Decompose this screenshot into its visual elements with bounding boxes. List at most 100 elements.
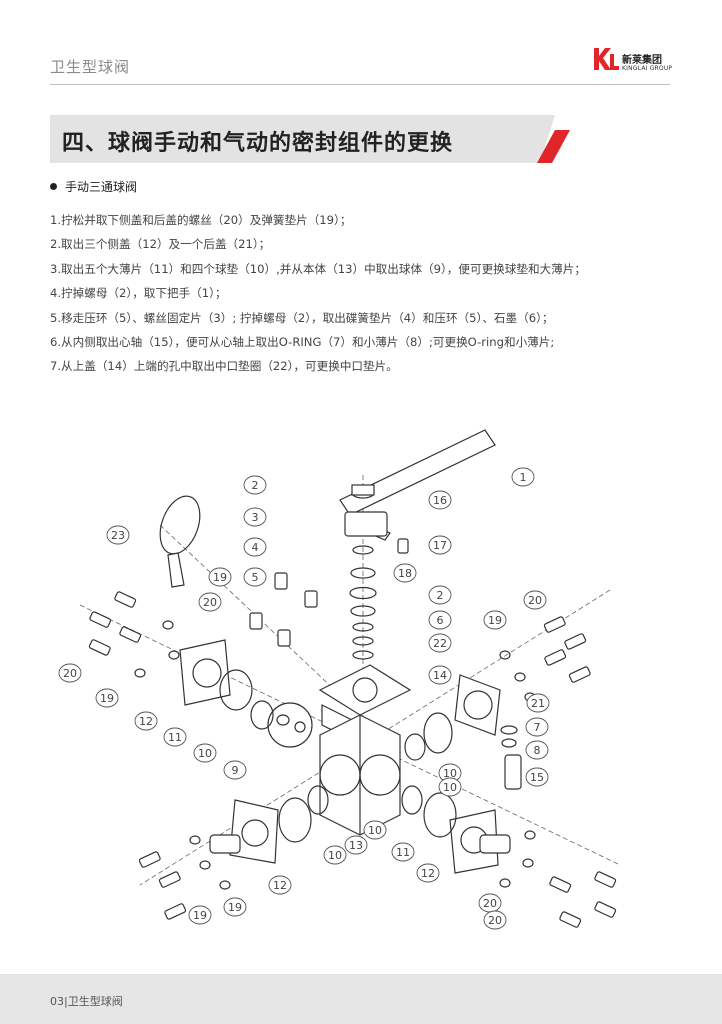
callout-circle <box>223 760 247 780</box>
step-item: 3.取出五个大薄片（11）和四个球垫（10）,并从本体（13）中取出球体（9），… <box>50 261 586 276</box>
callout-circle <box>511 467 535 487</box>
step-item: 2.取出三个侧盖（12）及一个后盖（21）； <box>50 237 271 252</box>
callout-circle <box>483 610 507 630</box>
callout-circle <box>208 567 232 587</box>
step-item: 1.拧松并取下侧盖和后盖的螺丝（20）及弹簧垫片（19）； <box>50 213 352 227</box>
right-side-cap <box>404 674 522 790</box>
callout-number: 20 <box>203 596 217 609</box>
callout-number: 19 <box>193 909 207 922</box>
callout-number: 11 <box>396 846 410 859</box>
callout-circle <box>428 535 452 555</box>
callout-number: 10 <box>328 849 342 862</box>
exploded-view-drawing: 1216317418521920622231920201419211271181… <box>58 429 621 930</box>
footer-page-number: 03 <box>50 995 64 1008</box>
callout-number: 17 <box>433 539 447 552</box>
callout-number: 15 <box>530 771 544 784</box>
callout-number: 2 <box>437 589 444 602</box>
page-header: 卫生型球阀 新莱集团 KINGLAI GROUP <box>0 0 722 86</box>
valve-body <box>319 714 401 836</box>
callout-number: 18 <box>398 567 412 580</box>
callout-circle <box>525 717 549 737</box>
callout-circle <box>428 633 452 653</box>
callout-circle <box>393 563 417 583</box>
callout-number: 3 <box>252 511 259 524</box>
steps-list: 1.拧松并取下侧盖和后盖的螺丝（20）及弹簧垫片（19）； 2.取出三个侧盖（1… <box>50 208 670 379</box>
callout-number: 12 <box>139 715 153 728</box>
callout-circle <box>95 688 119 708</box>
callout-circle <box>223 897 247 917</box>
left-side-cap <box>179 639 274 730</box>
callout-number: 20 <box>488 914 502 927</box>
callout-number: 19 <box>100 692 114 705</box>
callout-circle <box>438 777 462 797</box>
callout-circle <box>243 567 267 587</box>
callout-number: 1 <box>520 471 527 484</box>
callout-circle <box>483 910 507 930</box>
callout-number: 7 <box>534 721 541 734</box>
callout-number: 10 <box>368 824 382 837</box>
callout-number: 22 <box>433 637 447 650</box>
callout-circle <box>58 663 82 683</box>
step-item: 4.拧掉螺母（2），取下把手（1）； <box>50 286 227 301</box>
callout-circle <box>134 711 158 731</box>
callout-number: 21 <box>531 697 545 710</box>
section-title: 四、球阀手动和气动的密封组件的更换 <box>62 131 454 156</box>
callout-circle <box>243 537 267 557</box>
callout-circle <box>163 727 187 747</box>
callout-number: 20 <box>63 667 77 680</box>
stem-stack <box>349 484 377 660</box>
callout-number: 23 <box>111 529 125 542</box>
callout-number: 10 <box>443 781 457 794</box>
subheading: 手动三通球阀 <box>50 178 137 195</box>
kinglai-logo: 新莱集团 KINGLAI GROUP <box>592 46 682 76</box>
section-banner-shape <box>50 115 570 163</box>
callout-circle <box>526 693 550 713</box>
callout-number: 14 <box>433 669 447 682</box>
callout-circle <box>363 820 387 840</box>
header-title: 卫生型球阀 <box>50 58 131 76</box>
callout-circle <box>323 845 347 865</box>
callout-circle <box>416 863 440 883</box>
callout-circle <box>268 875 292 895</box>
callout-number: 19 <box>213 571 227 584</box>
callout-circle <box>523 590 547 610</box>
handle-lever <box>339 429 496 541</box>
footer-label: 卫生型球阀 <box>67 995 123 1008</box>
callout-circle <box>428 490 452 510</box>
section-banner: 四、球阀手动和气动的密封组件的更换 <box>50 115 570 163</box>
bottom-right-cap <box>401 785 511 874</box>
callout-circle <box>428 665 452 685</box>
callout-number: 9 <box>232 764 239 777</box>
callout-number: 12 <box>273 879 287 892</box>
kinglai-logo-mark-icon <box>594 48 619 70</box>
page-footer: 03|卫生型球阀 <box>0 974 722 1024</box>
callout-circle <box>391 842 415 862</box>
callout-circle <box>428 610 452 630</box>
callout-number: 16 <box>433 494 447 507</box>
ball <box>267 702 313 748</box>
pneumatic-lever <box>159 495 201 588</box>
callout-number: 20 <box>528 594 542 607</box>
callout-number: 20 <box>483 897 497 910</box>
callout-number: 10 <box>198 747 212 760</box>
callout-number: 19 <box>488 614 502 627</box>
step-item: 7.从上盖（14）上端的孔中取出中口垫圈（22），可更换中口垫片。 <box>50 359 398 374</box>
callout-number: 12 <box>421 867 435 880</box>
logo-name-cn: 新莱集团 <box>622 55 662 66</box>
callout-number: 4 <box>252 541 259 554</box>
subheading-text: 手动三通球阀 <box>65 180 138 194</box>
callout-number: 8 <box>534 744 541 757</box>
header-divider <box>50 84 670 85</box>
step-item: 6.从内侧取出心轴（15），便可从心轴上取出O-RING（7）和小薄片（8）;可… <box>50 335 555 350</box>
callout-number: 6 <box>437 614 444 627</box>
callout-number: 10 <box>443 767 457 780</box>
callout-circle <box>428 585 452 605</box>
callout-circle <box>243 475 267 495</box>
callout-circle <box>243 507 267 527</box>
bolts <box>88 572 617 928</box>
callout-circle <box>525 740 549 760</box>
callout-number: 19 <box>228 901 242 914</box>
callout-number: 2 <box>252 479 259 492</box>
